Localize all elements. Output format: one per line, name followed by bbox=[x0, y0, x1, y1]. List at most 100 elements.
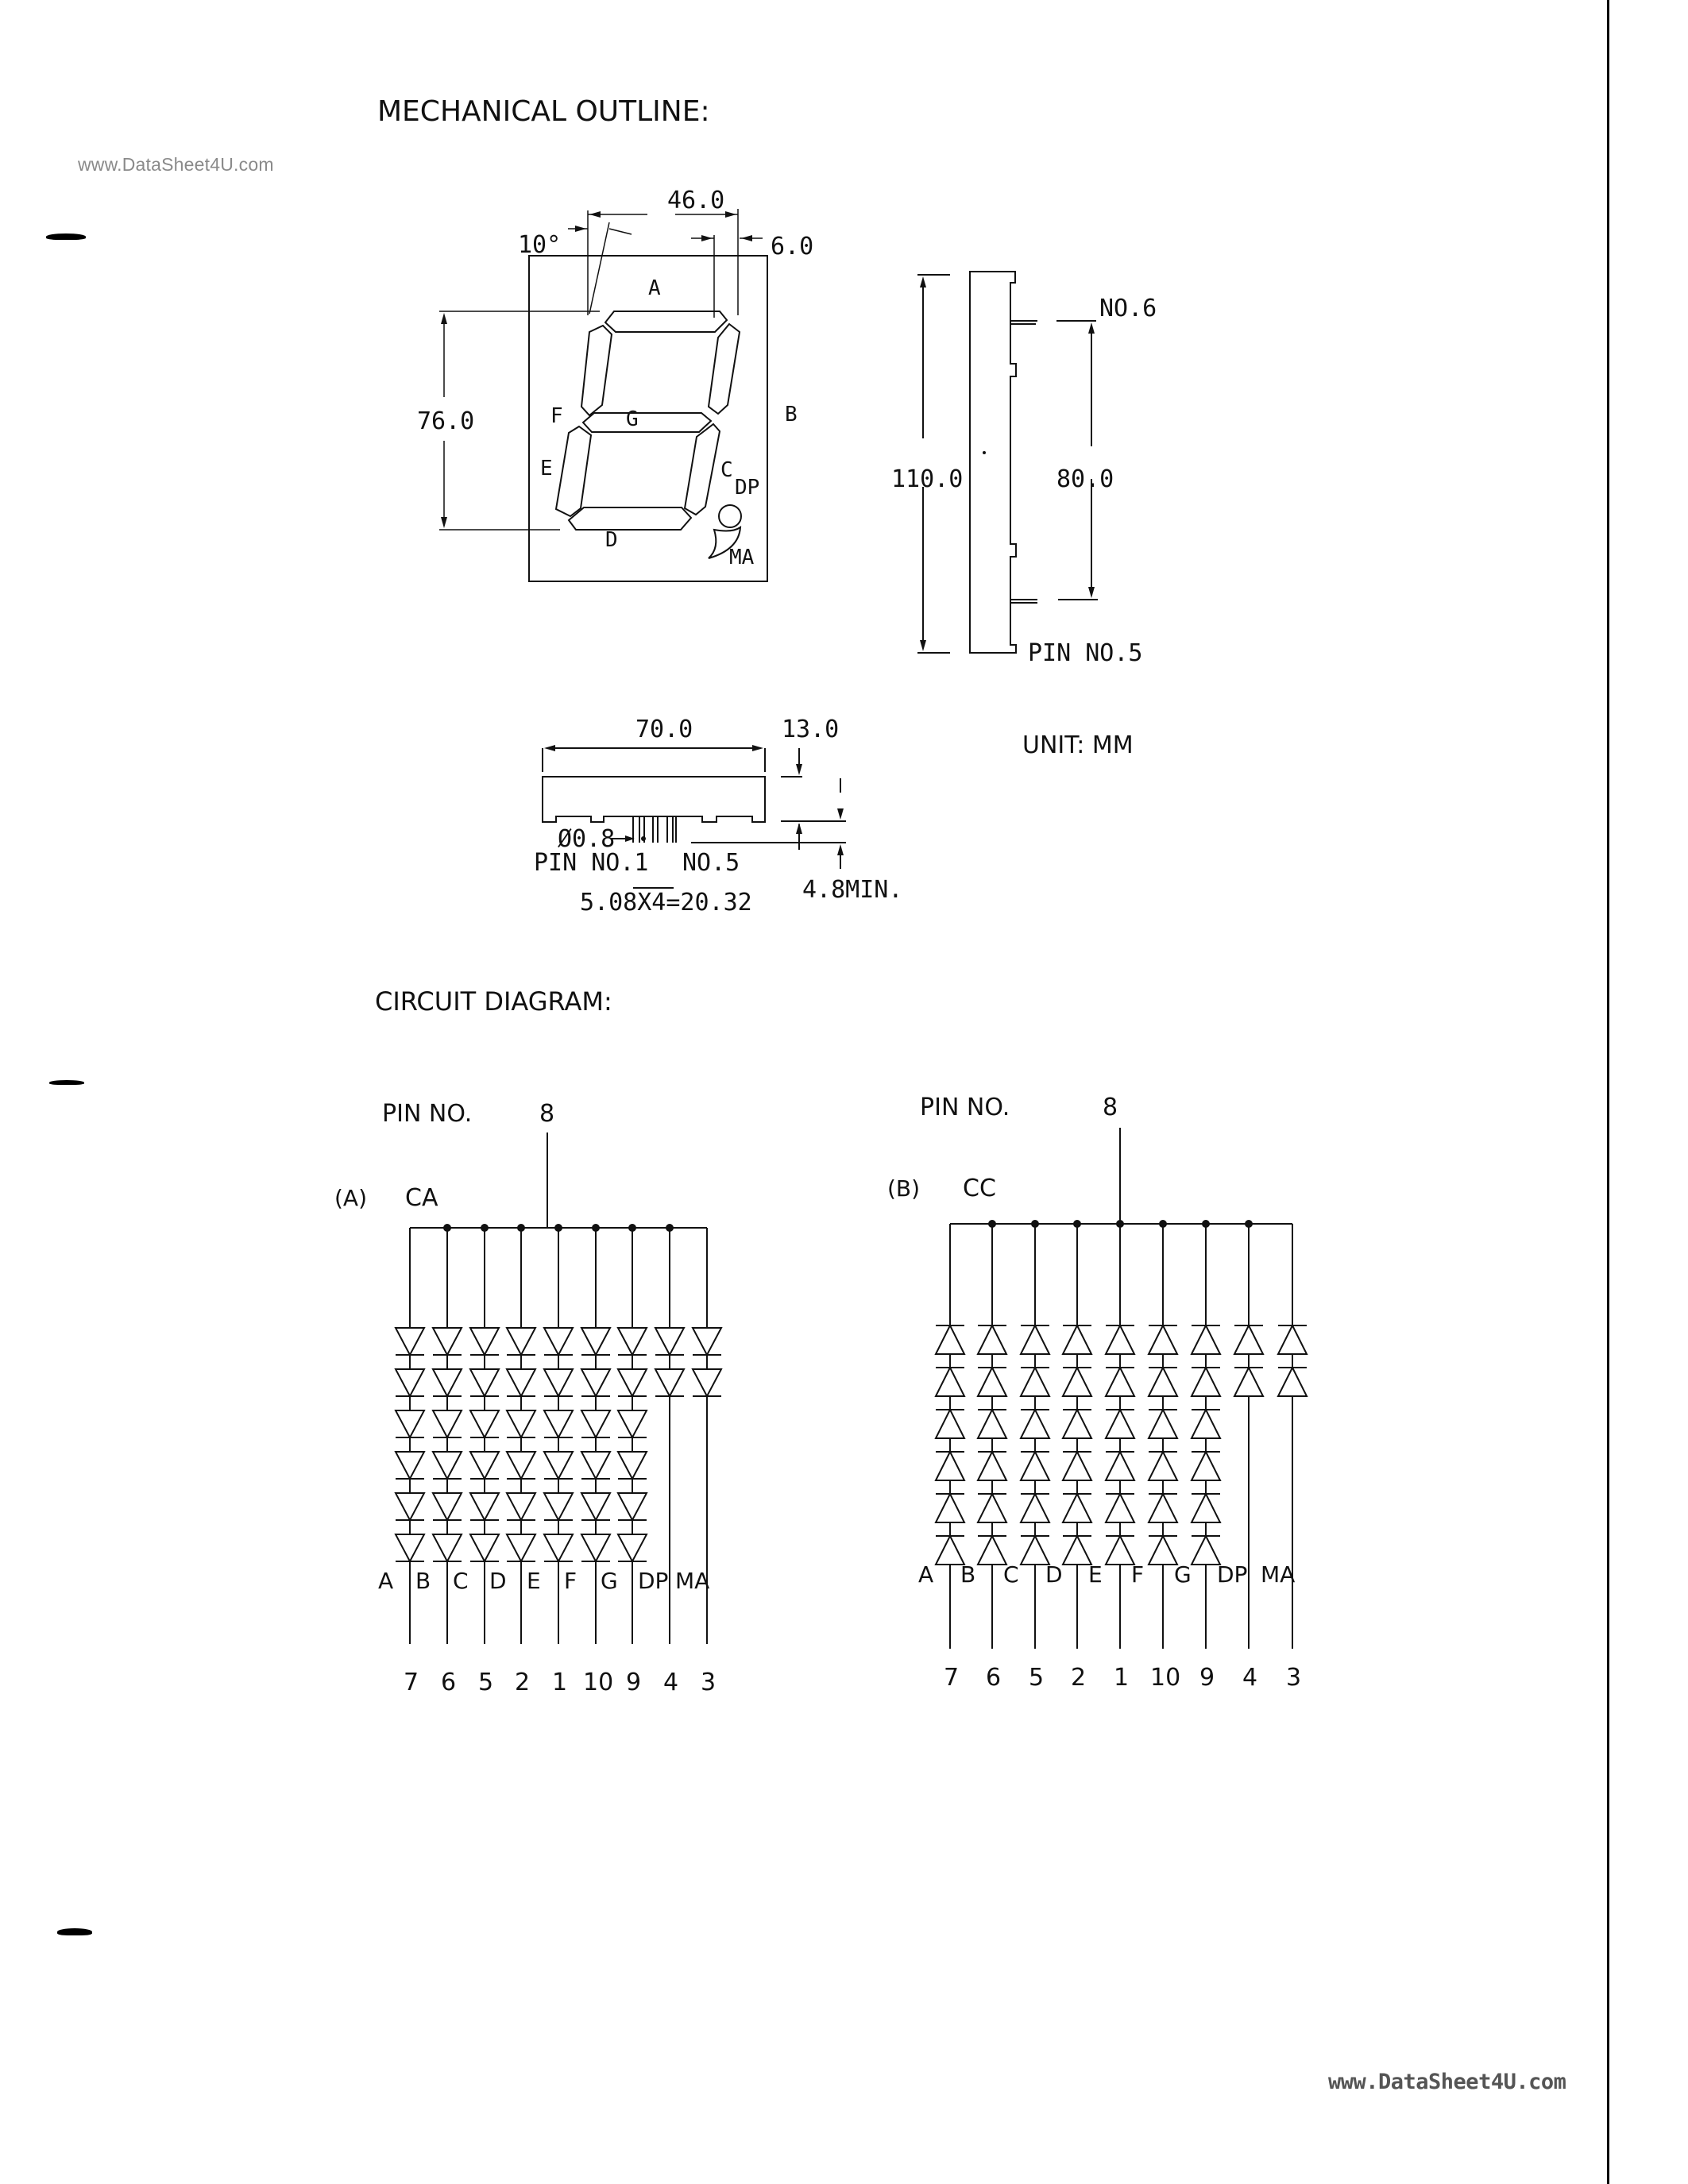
pin-number: 6 bbox=[441, 1669, 456, 1696]
cc-common-pin: 8 bbox=[1103, 1094, 1118, 1121]
watermark-top: www.DataSheet4U.com bbox=[78, 154, 274, 175]
diode-icon bbox=[543, 1410, 574, 1440]
pin-number: 3 bbox=[1286, 1664, 1301, 1692]
cc-tag: (B) bbox=[887, 1175, 920, 1202]
dim-pin-span: 80.0 bbox=[1056, 465, 1114, 493]
segment-b bbox=[707, 322, 741, 415]
pin-number: 6 bbox=[986, 1664, 1001, 1692]
unit-label: UNIT: MM bbox=[1022, 731, 1134, 759]
diode-icon bbox=[1190, 1534, 1222, 1565]
segment-dp bbox=[718, 504, 742, 528]
label-segment-dp: DP bbox=[735, 476, 759, 500]
bottom-body-outline bbox=[542, 776, 766, 823]
diode-icon bbox=[394, 1492, 426, 1522]
cc-pin-no-label: PIN NO. bbox=[920, 1094, 1010, 1121]
diode-icon bbox=[580, 1327, 612, 1357]
dim-depth: 13.0 bbox=[782, 716, 839, 743]
pin-number: 7 bbox=[404, 1669, 419, 1696]
diode-icon bbox=[1019, 1449, 1051, 1481]
label-segment-b: B bbox=[785, 403, 798, 426]
diode-icon bbox=[976, 1534, 1008, 1565]
diode-icon bbox=[394, 1368, 426, 1399]
diode-icon bbox=[1061, 1449, 1093, 1481]
diode-icon bbox=[976, 1365, 1008, 1397]
label-pin-no5-side: PIN NO.5 bbox=[1028, 639, 1143, 667]
pin-number: 5 bbox=[1029, 1664, 1044, 1692]
diode-icon bbox=[543, 1451, 574, 1481]
diode-icon bbox=[934, 1323, 966, 1355]
diode-icon bbox=[616, 1492, 648, 1522]
segment-f bbox=[580, 324, 613, 417]
segment-label: D bbox=[1045, 1561, 1063, 1588]
margin-mark bbox=[57, 1928, 92, 1935]
diode-icon bbox=[431, 1368, 463, 1399]
dim-pin-length: 4.8MIN. bbox=[802, 876, 902, 904]
pin-number: 4 bbox=[663, 1669, 678, 1696]
diode-icon bbox=[1104, 1365, 1136, 1397]
margin-mark bbox=[49, 1080, 84, 1085]
margin-mark bbox=[46, 233, 86, 240]
diode-icon bbox=[934, 1491, 966, 1523]
cc-type-label: CC bbox=[963, 1175, 996, 1202]
segment-label: E bbox=[527, 1568, 541, 1594]
dim-overall-height: 110.0 bbox=[891, 465, 963, 493]
diode-icon bbox=[976, 1449, 1008, 1481]
diode-icon bbox=[431, 1451, 463, 1481]
segment-label: A bbox=[918, 1561, 933, 1588]
segment-label: B bbox=[415, 1568, 431, 1594]
diode-icon bbox=[543, 1327, 574, 1357]
label-segment-e: E bbox=[540, 457, 553, 480]
diode-icon bbox=[1190, 1449, 1222, 1481]
label-pin-no1: PIN NO.1 bbox=[534, 849, 649, 877]
pin-number: 1 bbox=[1114, 1664, 1129, 1692]
diode-icon bbox=[691, 1327, 723, 1357]
diode-icon bbox=[394, 1410, 426, 1440]
diode-icon bbox=[1190, 1365, 1222, 1397]
diode-icon bbox=[1104, 1491, 1136, 1523]
pin-number: 5 bbox=[478, 1669, 493, 1696]
diode-icon bbox=[394, 1451, 426, 1481]
diode-icon bbox=[469, 1368, 500, 1399]
diode-icon bbox=[1190, 1323, 1222, 1355]
segment-label: DP bbox=[638, 1568, 668, 1594]
diode-icon bbox=[1147, 1365, 1179, 1397]
diode-icon bbox=[1019, 1365, 1051, 1397]
diode-icon bbox=[1019, 1407, 1051, 1439]
diode-icon bbox=[616, 1451, 648, 1481]
pin-number: 10 bbox=[583, 1669, 613, 1696]
diode-icon bbox=[505, 1451, 537, 1481]
segment-label: G bbox=[601, 1568, 618, 1594]
diode-icon bbox=[1061, 1491, 1093, 1523]
ca-type-label: CA bbox=[405, 1184, 438, 1212]
front-view-dim-arrows bbox=[441, 211, 752, 528]
diode-icon bbox=[469, 1534, 500, 1564]
label-segment-c: C bbox=[720, 458, 733, 482]
diode-icon bbox=[976, 1323, 1008, 1355]
ca-pin-no-label: PIN NO. bbox=[382, 1100, 472, 1128]
segment-ma bbox=[708, 525, 742, 559]
segment-e bbox=[554, 425, 593, 518]
segment-label: G bbox=[1174, 1561, 1192, 1588]
segment-label: E bbox=[1088, 1561, 1103, 1588]
dim-digit-height: 76.0 bbox=[417, 407, 474, 435]
segment-label: A bbox=[378, 1568, 393, 1594]
diode-icon bbox=[616, 1368, 648, 1399]
segment-label: F bbox=[1131, 1561, 1144, 1588]
diode-icon bbox=[1061, 1407, 1093, 1439]
diode-icon bbox=[976, 1407, 1008, 1439]
side-view bbox=[917, 271, 1098, 654]
label-segment-d: D bbox=[605, 528, 618, 552]
diode-icon bbox=[1019, 1491, 1051, 1523]
ca-tag: (A) bbox=[334, 1185, 367, 1211]
diode-icon bbox=[934, 1407, 966, 1439]
watermark-bottom: www.DataSheet4U.com bbox=[1328, 2070, 1566, 2094]
diode-icon bbox=[1233, 1365, 1265, 1397]
diode-icon bbox=[1019, 1323, 1051, 1355]
side-body-outline bbox=[969, 271, 1017, 654]
label-segment-f: F bbox=[550, 404, 563, 428]
dim-pin-pitch: 5.08X4=20.32 bbox=[580, 889, 752, 916]
segment-label: B bbox=[960, 1561, 975, 1588]
pin-number: 7 bbox=[944, 1664, 959, 1692]
pin-number: 9 bbox=[1199, 1664, 1215, 1692]
